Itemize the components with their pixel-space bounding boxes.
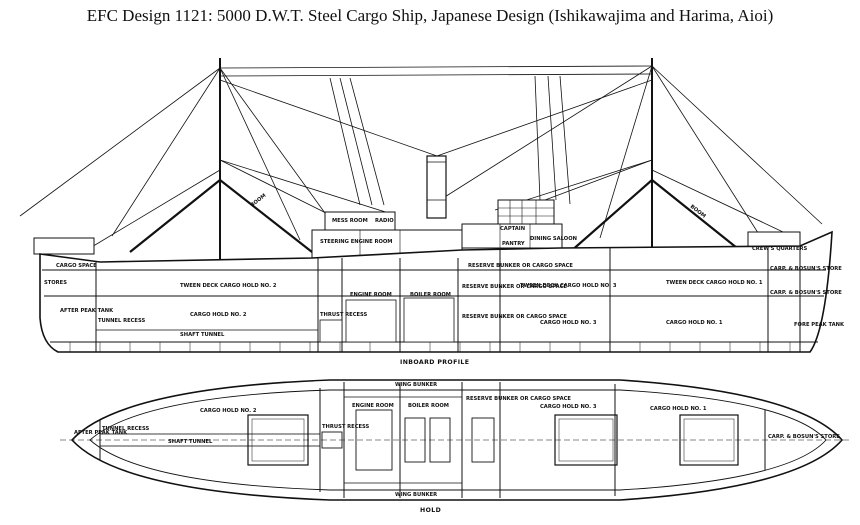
rigging — [19, 65, 823, 249]
engine-plan — [355, 409, 393, 471]
label-tween-deck-hold-1: TWEEN DECK CARGO HOLD NO. 1 — [666, 280, 763, 286]
poop-house — [33, 237, 95, 255]
label-stores: STORES — [44, 280, 67, 286]
hold-label-boiler-room: BOILER ROOM — [408, 403, 449, 409]
label-bosuns-store-upper: CARP. & BOSUN'S STORE — [770, 266, 842, 272]
label-boiler-room: BOILER ROOM — [410, 292, 451, 298]
label-radio: RADIO — [375, 218, 394, 224]
hold-label-reserve-bunker: RESERVE BUNKER OR CARGO SPACE — [466, 396, 571, 402]
hold-label-thrust-recess: THRUST RECESS — [322, 424, 370, 430]
double-bottom — [69, 342, 791, 352]
hatch-hold-2 — [247, 414, 309, 466]
bulkheads — [95, 246, 801, 352]
label-dining-saloon: DINING SALOON — [530, 236, 577, 242]
label-fore-peak-tank: FORE PEAK TANK — [794, 322, 845, 328]
label-pantry: PANTRY — [502, 241, 525, 247]
label-thrust-recess: THRUST RECESS — [320, 312, 368, 318]
hold-label-cargo-hold-3: CARGO HOLD NO. 3 — [540, 404, 597, 410]
inboard-profile: BOOM BOOM — [19, 58, 845, 366]
label-shaft-tunnel: SHAFT TUNNEL — [180, 332, 225, 338]
hold-label-bosuns-store: CARP. & BOSUN'S STORE — [768, 434, 840, 440]
label-cargo-hold-1: CARGO HOLD NO. 1 — [666, 320, 723, 326]
funnel — [426, 155, 447, 219]
hold-label-cargo-hold-1: CARGO HOLD NO. 1 — [650, 406, 707, 412]
hull-profile — [39, 230, 833, 353]
label-tween-deck-hold-3: TWEEN DECK CARGO HOLD NO. 3 — [520, 283, 617, 289]
label-cargo-hold-2: CARGO HOLD NO. 2 — [190, 312, 247, 318]
label-reserve-bunker-upper: RESERVE BUNKER OR CARGO SPACE — [462, 284, 567, 290]
boiler-plan-2 — [429, 417, 451, 463]
hold-label-wing-bunker-bottom: WING BUNKER — [395, 492, 437, 498]
shaft-tunnel-plan — [99, 433, 321, 447]
label-tunnel-recess: TUNNEL RECESS — [98, 318, 145, 324]
label-mess-room: MESS ROOM — [332, 218, 368, 224]
hold-label-tunnel-recess: TUNNEL RECESS — [102, 426, 149, 432]
label-cargo-space: CARGO SPACE — [56, 263, 97, 269]
fore-boom-left — [569, 179, 653, 253]
label-crews-quarters: CREW'S QUARTERS — [752, 246, 808, 252]
boiler-plan-1 — [404, 417, 426, 463]
label-captain: CAPTAIN — [500, 226, 525, 232]
label-tween-deck-hold-2: TWEEN DECK CARGO HOLD NO. 2 — [180, 283, 277, 289]
boiler — [403, 297, 455, 343]
label-reserve-bunker-lower: RESERVE BUNKER OR CARGO SPACE — [462, 314, 567, 320]
hold-caption: HOLD — [420, 507, 441, 514]
aft-boom-left — [129, 179, 221, 253]
label-steering-engine-room: STEERING ENGINE ROOM — [320, 239, 392, 245]
page-title: EFC Design 1121: 5000 D.W.T. Steel Cargo… — [86, 6, 774, 25]
profile-caption: INBOARD PROFILE — [400, 359, 469, 366]
hatch-hold-3 — [554, 414, 618, 466]
hold-label-shaft-tunnel: SHAFT TUNNEL — [168, 439, 213, 445]
aft-boom-right — [219, 179, 313, 253]
engine — [345, 299, 397, 343]
fore-boom-right — [651, 179, 743, 253]
hold-label-wing-bunker-top: WING BUNKER — [395, 382, 437, 388]
label-bosuns-store-lower: CARP. & BOSUN'S STORE — [770, 290, 842, 296]
shaft-tunnel-line — [96, 329, 319, 342]
label-engine-room: ENGINE ROOM — [350, 292, 392, 298]
label-cargo-hold-3: CARGO HOLD NO. 3 — [540, 320, 597, 326]
hold-plan: WING BUNKER WING BUNKER AFTER PEAK TANK … — [60, 379, 850, 514]
hatch-hold-1 — [679, 414, 739, 466]
boom-label-aft: BOOM — [250, 193, 268, 209]
bridge-house — [497, 199, 555, 225]
label-after-peak-tank: AFTER PEAK TANK — [60, 308, 114, 314]
hold-label-cargo-hold-2: CARGO HOLD NO. 2 — [200, 408, 257, 414]
hold-label-after-peak-tank: AFTER PEAK TANK — [74, 430, 128, 436]
hold-label-engine-room: ENGINE ROOM — [352, 403, 394, 409]
label-reserve-bunker: RESERVE BUNKER OR CARGO SPACE — [468, 263, 573, 269]
midship-house — [461, 223, 563, 249]
